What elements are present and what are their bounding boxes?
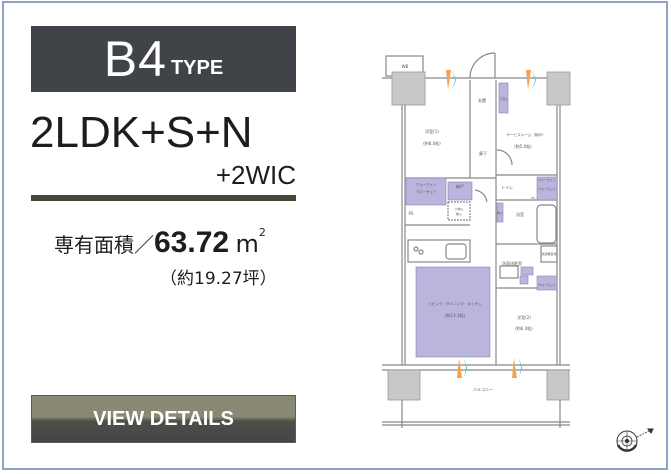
label-entrance: 玄関 [478, 97, 486, 103]
view-details-button[interactable]: VIEW DETAILS [31, 395, 296, 443]
label-service-size: (約5.0帖) [514, 143, 532, 149]
label-shoe: 下足入 [499, 97, 508, 101]
label-washer: 洗濯機置場 [541, 251, 556, 256]
label-wic-left-2: クローゼット [416, 189, 436, 194]
area-label: 専有面積／ [54, 233, 154, 257]
label-room2-size: (約6.3帖) [515, 325, 533, 331]
label-wic-right-2: クローゼット [538, 186, 556, 191]
label-wb: WB [402, 64, 409, 69]
area-value: 63.72 [154, 226, 230, 259]
label-bath-storage: 物入 [497, 210, 503, 215]
label-washroom: 洗面化粧室 [502, 260, 522, 266]
window-markers [446, 70, 536, 378]
label-storage: 小物入 [454, 206, 463, 211]
divider [31, 195, 296, 201]
compass-icon [616, 428, 654, 452]
label-ldk-size: (約13.1帖) [445, 312, 465, 318]
ldk-area [415, 266, 491, 358]
label-ldk: リビング・ダイニング・キッチン [428, 301, 482, 306]
type-code: B4 [103, 31, 167, 87]
label-room1-size: (約6.0帖) [423, 140, 441, 146]
layout-extra: +2WIC [215, 160, 296, 190]
label-nando: 納戸 [456, 183, 464, 189]
label-ps-2: PS [531, 196, 535, 200]
label-ps: PS [409, 211, 414, 216]
area-info: 専有面積／63.72 m2 [54, 226, 266, 260]
area-unit: m [235, 230, 259, 258]
label-hall: 廊下 [479, 150, 487, 156]
label-wic-right: ウォークイン [538, 177, 556, 182]
layout-title: 2LDK+S+N [30, 108, 253, 157]
pillar [391, 71, 426, 106]
type-suffix: TYPE [170, 57, 224, 79]
type-badge: B4 TYPE [31, 26, 296, 92]
label-toilet: トイレ [501, 185, 513, 190]
area-tsubo: （約19.27坪） [160, 269, 277, 289]
label-storage-2: 物入 [456, 211, 462, 216]
label-service-room: サービスルーム（納戸） [506, 132, 545, 137]
label-bath: 浴室 [516, 211, 524, 217]
label-balcony: バルコニー [473, 387, 493, 392]
label-room1: 洋室(1) [425, 128, 439, 134]
label-room2: 洋室(2) [517, 314, 531, 320]
area-unit-sup: 2 [258, 226, 266, 239]
label-wic-left: ウォークイン [416, 182, 437, 187]
label-closet: クローゼット [538, 282, 556, 287]
